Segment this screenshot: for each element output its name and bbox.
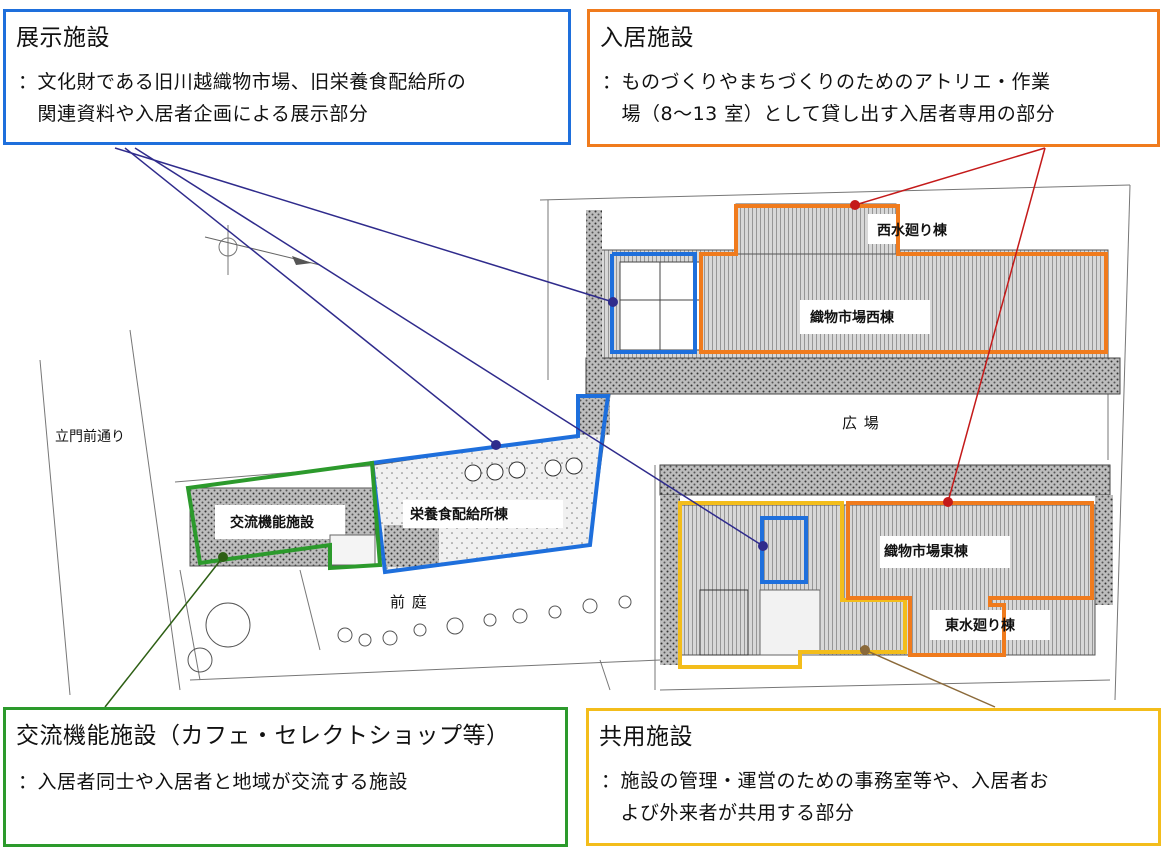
label-west-water: 西水廻り棟: [877, 222, 948, 239]
shared-title: 共用施設: [599, 724, 693, 750]
exhibit-desc-line1: ：文化財である旧川越織物市場、旧栄養食配給所の: [18, 71, 467, 93]
exhibit-marker-west: [608, 297, 618, 307]
exchange-desc-line1: ：入居者同士や入居者と地域が交流する施設: [18, 771, 409, 793]
shared-outline-east: [678, 501, 907, 669]
exhibit-legend-box: 展示施設 ：文化財である旧川越織物市場、旧栄養食配給所の 関連資料や入居者企画に…: [3, 9, 571, 145]
exhibit-title: 展示施設: [16, 25, 110, 51]
resident-outline-west: [699, 204, 1108, 354]
resident-marker-west: [850, 200, 860, 210]
shared-desc-line2: よび外来者が共用する部分: [601, 802, 855, 824]
exhibit-marker-east: [758, 541, 768, 551]
exchange-title: 交流機能施設（カフェ・セレクトショップ等）: [16, 723, 510, 749]
label-front-garden: 前 庭: [390, 593, 428, 611]
east-market-building: [659, 464, 1113, 665]
exhibit-description: ：文化財である旧川越織物市場、旧栄養食配給所の 関連資料や入居者企画による展示部…: [18, 66, 466, 130]
exhibit-desc-line2: 関連資料や入居者企画による展示部分: [18, 103, 369, 125]
exchange-marker: [218, 552, 228, 562]
label-plaza: 広 場: [842, 414, 880, 432]
garden-trees: [187, 595, 632, 673]
west-side-strip: [586, 210, 602, 360]
label-street: 立門前通り: [55, 428, 125, 445]
exchange-description: ：入居者同士や入居者と地域が交流する施設: [18, 766, 408, 798]
shared-legend-box: 共用施設 ：施設の管理・運営のための事務室等や、入居者お よび外来者が共用する部…: [586, 708, 1161, 846]
resident-desc-line2: 場（8～13 室）として貸し出す入居者専用の部分: [602, 103, 1056, 125]
label-west-market: 織物市場西棟: [810, 309, 895, 326]
resident-desc-line1: ：ものづくりやまちづくりのためのアトリエ・作業: [602, 71, 1051, 93]
resident-description: ：ものづくりやまちづくりのためのアトリエ・作業 場（8～13 室）として貸し出す…: [602, 66, 1055, 130]
exhibit-marker-food: [491, 440, 501, 450]
leader-lines-resident: [854, 147, 1046, 503]
west-market-building: [599, 203, 1109, 361]
leader-line-exchange: [104, 556, 224, 708]
resident-outline-east: [846, 501, 1094, 657]
label-food-building: 栄養食配給所棟: [409, 506, 509, 523]
exhibit-outline-west: [610, 252, 697, 354]
leader-line-shared: [864, 649, 996, 708]
exchange-legend-box: 交流機能施設（カフェ・セレクトショップ等） ：入居者同士や入居者と地域が交流する…: [3, 707, 568, 847]
label-east-market: 織物市場東棟: [884, 543, 969, 560]
resident-marker-east: [943, 497, 953, 507]
label-east-water: 東水廻り棟: [945, 617, 1016, 634]
label-exchange-facility: 交流機能施設: [230, 514, 315, 531]
resident-title: 入居施設: [600, 25, 694, 51]
shared-marker: [860, 645, 870, 655]
leader-lines-exhibit: [114, 147, 764, 547]
shared-desc-line1: ：施設の管理・運営のための事務室等や、入居者お: [601, 770, 1049, 792]
west-corridor: [585, 357, 1121, 395]
shared-description: ：施設の管理・運営のための事務室等や、入居者お よび外来者が共用する部分: [601, 765, 1049, 829]
resident-legend-box: 入居施設 ：ものづくりやまちづくりのためのアトリエ・作業 場（8～13 室）とし…: [587, 9, 1160, 147]
exchange-outline: [185, 460, 383, 571]
north-arrow-icon: [204, 236, 321, 266]
